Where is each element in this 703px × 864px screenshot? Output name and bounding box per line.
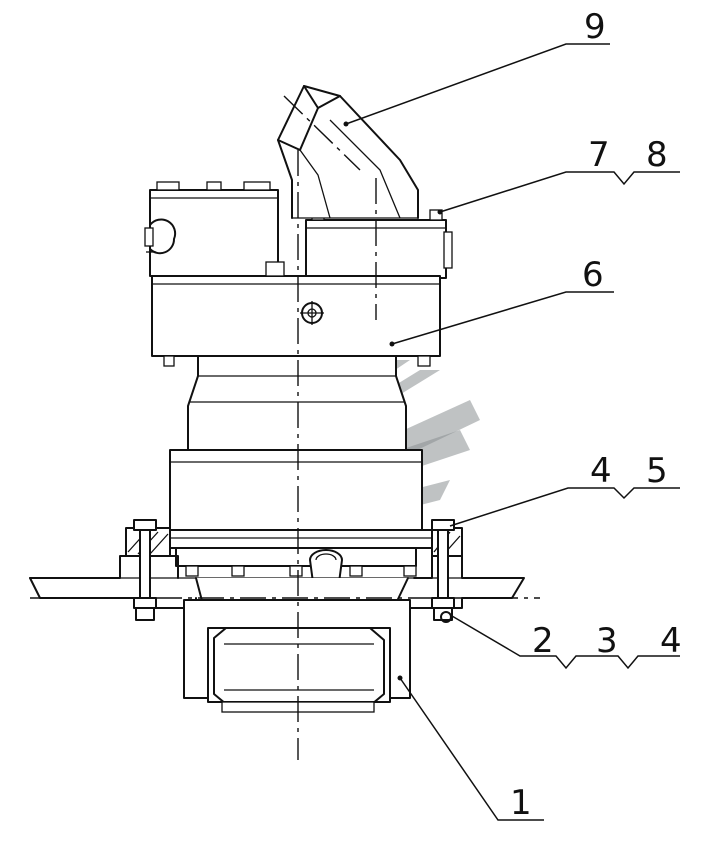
- callout-labels: 9 7 8 6 4 5 2 3 4 1: [510, 7, 682, 823]
- leader-lines: [343, 43, 680, 821]
- callout-7: 7: [588, 135, 610, 175]
- callout-4-top: 4: [590, 451, 612, 491]
- callout-4-bottom: 4: [660, 621, 682, 661]
- top-cover-block: [144, 181, 279, 277]
- gearbox-housing: [151, 261, 441, 367]
- reducer-body: [169, 355, 423, 531]
- callout-2: 2: [532, 621, 554, 661]
- callout-9: 9: [584, 7, 606, 47]
- callout-5: 5: [646, 451, 668, 491]
- callout-8: 8: [646, 135, 668, 175]
- center-lines: [30, 95, 540, 760]
- callout-6: 6: [582, 255, 604, 295]
- bolt-left: [133, 519, 157, 621]
- elbow-pipe: [277, 85, 419, 219]
- callout-3: 3: [596, 621, 618, 661]
- valve-block: [305, 209, 453, 279]
- lower-housing: [183, 577, 411, 713]
- callout-1: 1: [510, 783, 532, 823]
